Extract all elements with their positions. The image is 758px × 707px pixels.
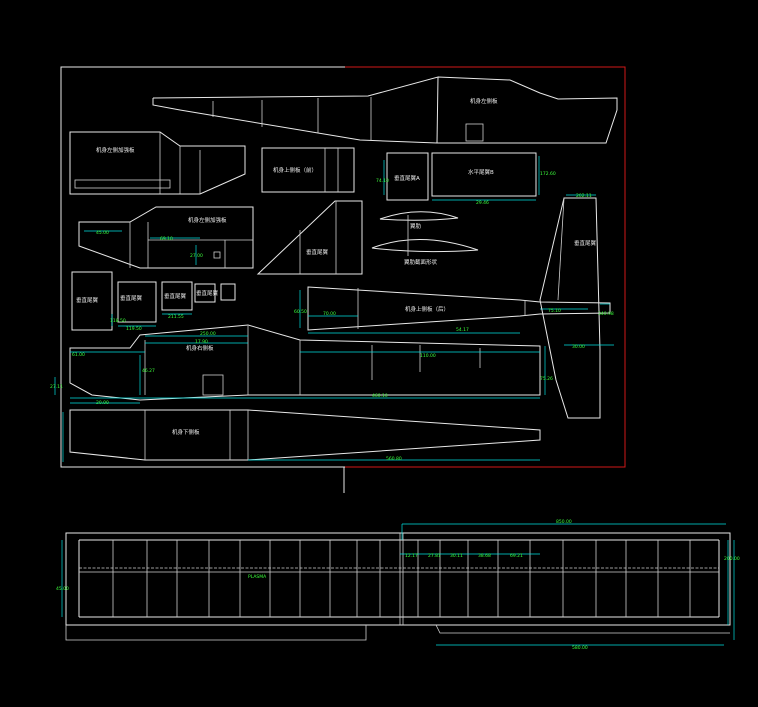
part-fuselage-bottom: 机身下侧板 560.80	[62, 409, 541, 462]
label-fuselage-right: 机身右侧板	[186, 344, 214, 352]
dim-d15: 340.98	[598, 311, 614, 317]
dim-d10: 60.50	[294, 309, 307, 315]
label-vertical-tail: 垂直尾翼	[306, 248, 329, 256]
dim-d8: 211.55	[168, 314, 184, 320]
label-fuselage-bottom: 机身下侧板	[172, 428, 200, 436]
part-vertical-tail: 垂直尾翼	[256, 200, 363, 275]
dim-d5: 69.10	[160, 236, 173, 242]
part-horizontal-tail: 水平尾翼B 29.46 172.60	[431, 152, 556, 206]
part-vertical-a: 垂直尾翼A 74.10	[376, 152, 429, 201]
dim-d23: 110.00	[420, 353, 436, 359]
dim-d7: 119.50	[126, 326, 142, 332]
part-fuselage-right: 机身右侧板 250.00 17.90 61.00 46.27 27.11 20.…	[50, 324, 553, 406]
dim-d1: 74.10	[376, 178, 389, 184]
part-fuselage-top-rear: 机身上侧板（后） 60.50 70.00 54.17 75.10	[294, 286, 611, 334]
dim-d3: 172.60	[540, 171, 556, 177]
part-fuselage-side-left: 机身左侧加强板	[69, 131, 246, 195]
dim-d9: 118.50	[110, 318, 126, 324]
part-fuselage-top-front: 机身上侧板（前）	[261, 147, 355, 193]
dim-d19: 61.00	[72, 352, 85, 358]
label-small-d: 垂直尾翼	[196, 289, 219, 297]
dim-d17: 250.00	[200, 331, 216, 337]
label-wing-rib: 翼肋	[410, 222, 422, 230]
wing-ribs	[112, 540, 691, 617]
label-fuselage-top-front: 机身上侧板（前）	[273, 166, 317, 174]
dim-d2: 29.46	[476, 200, 489, 206]
label-fuselage-side-left: 机身左侧加强板	[96, 146, 135, 154]
label-vertical-a: 垂直尾翼A	[394, 174, 420, 182]
part-small-pieces: 垂直尾翼 垂直尾翼 垂直尾翼 垂直尾翼 119.50 211.55 118.50	[71, 271, 236, 332]
dim-d26: 560.80	[386, 456, 402, 462]
dim-d16: 30.00	[572, 344, 585, 350]
label-fuselage-top-left: 机身左侧板	[470, 97, 498, 105]
dim-d27: 850.00	[556, 519, 572, 525]
dim-d4: 45.00	[96, 230, 109, 236]
dim-d6: 27.00	[190, 253, 203, 259]
dim-d22: 20.00	[96, 400, 109, 406]
dim-d25: 75.26	[540, 376, 553, 382]
part-wing: PLASMA 850.00 45.00 12.17 27.81 30.11 38…	[56, 519, 740, 651]
dim-d12: 54.17	[456, 327, 469, 333]
part-fuselage-top-long: 机身左侧板	[152, 76, 618, 144]
dim-d18: 17.90	[195, 339, 208, 345]
part-wing-rib: 翼肋 翼肋截面形状	[371, 211, 479, 266]
label-right-fin: 垂直尾翼	[574, 239, 597, 247]
dim-d34: 200.00	[724, 556, 740, 562]
label-small-c: 垂直尾翼	[164, 292, 187, 300]
dim-d32: 38.68	[478, 553, 491, 559]
dim-d30: 27.81	[428, 553, 441, 559]
dim-d14: 202.11	[576, 193, 592, 199]
dim-d35: 580.00	[572, 645, 588, 651]
dim-d28: 45.00	[56, 586, 69, 592]
dim-d33: 69.21	[510, 553, 523, 559]
sheet-frame	[60, 66, 626, 493]
dim-d21: 27.11	[50, 384, 63, 390]
label-small-b: 垂直尾翼	[120, 294, 143, 302]
dim-d13: 75.10	[548, 308, 561, 314]
wing-spar-note: PLASMA	[248, 574, 267, 580]
label-horizontal-tail: 水平尾翼B	[468, 168, 494, 176]
dim-d11: 70.00	[323, 311, 336, 317]
dim-d31: 30.11	[450, 553, 463, 559]
dim-d24: 460.10	[372, 393, 388, 399]
part-fuselage-side-reinf: 机身左侧加强板 45.00 69.10 27.00	[78, 206, 254, 269]
dim-d20: 46.27	[142, 368, 155, 374]
dim-d29: 12.17	[405, 553, 418, 559]
label-wing-rib-profile: 翼肋截面形状	[404, 258, 438, 266]
part-right-fin: 垂直尾翼 202.11 340.98 30.00	[539, 193, 614, 419]
label-fuselage-side-reinf: 机身左侧加强板	[188, 216, 227, 224]
label-small-a: 垂直尾翼	[76, 296, 99, 304]
label-fuselage-top-rear: 机身上侧板（后）	[405, 305, 449, 313]
